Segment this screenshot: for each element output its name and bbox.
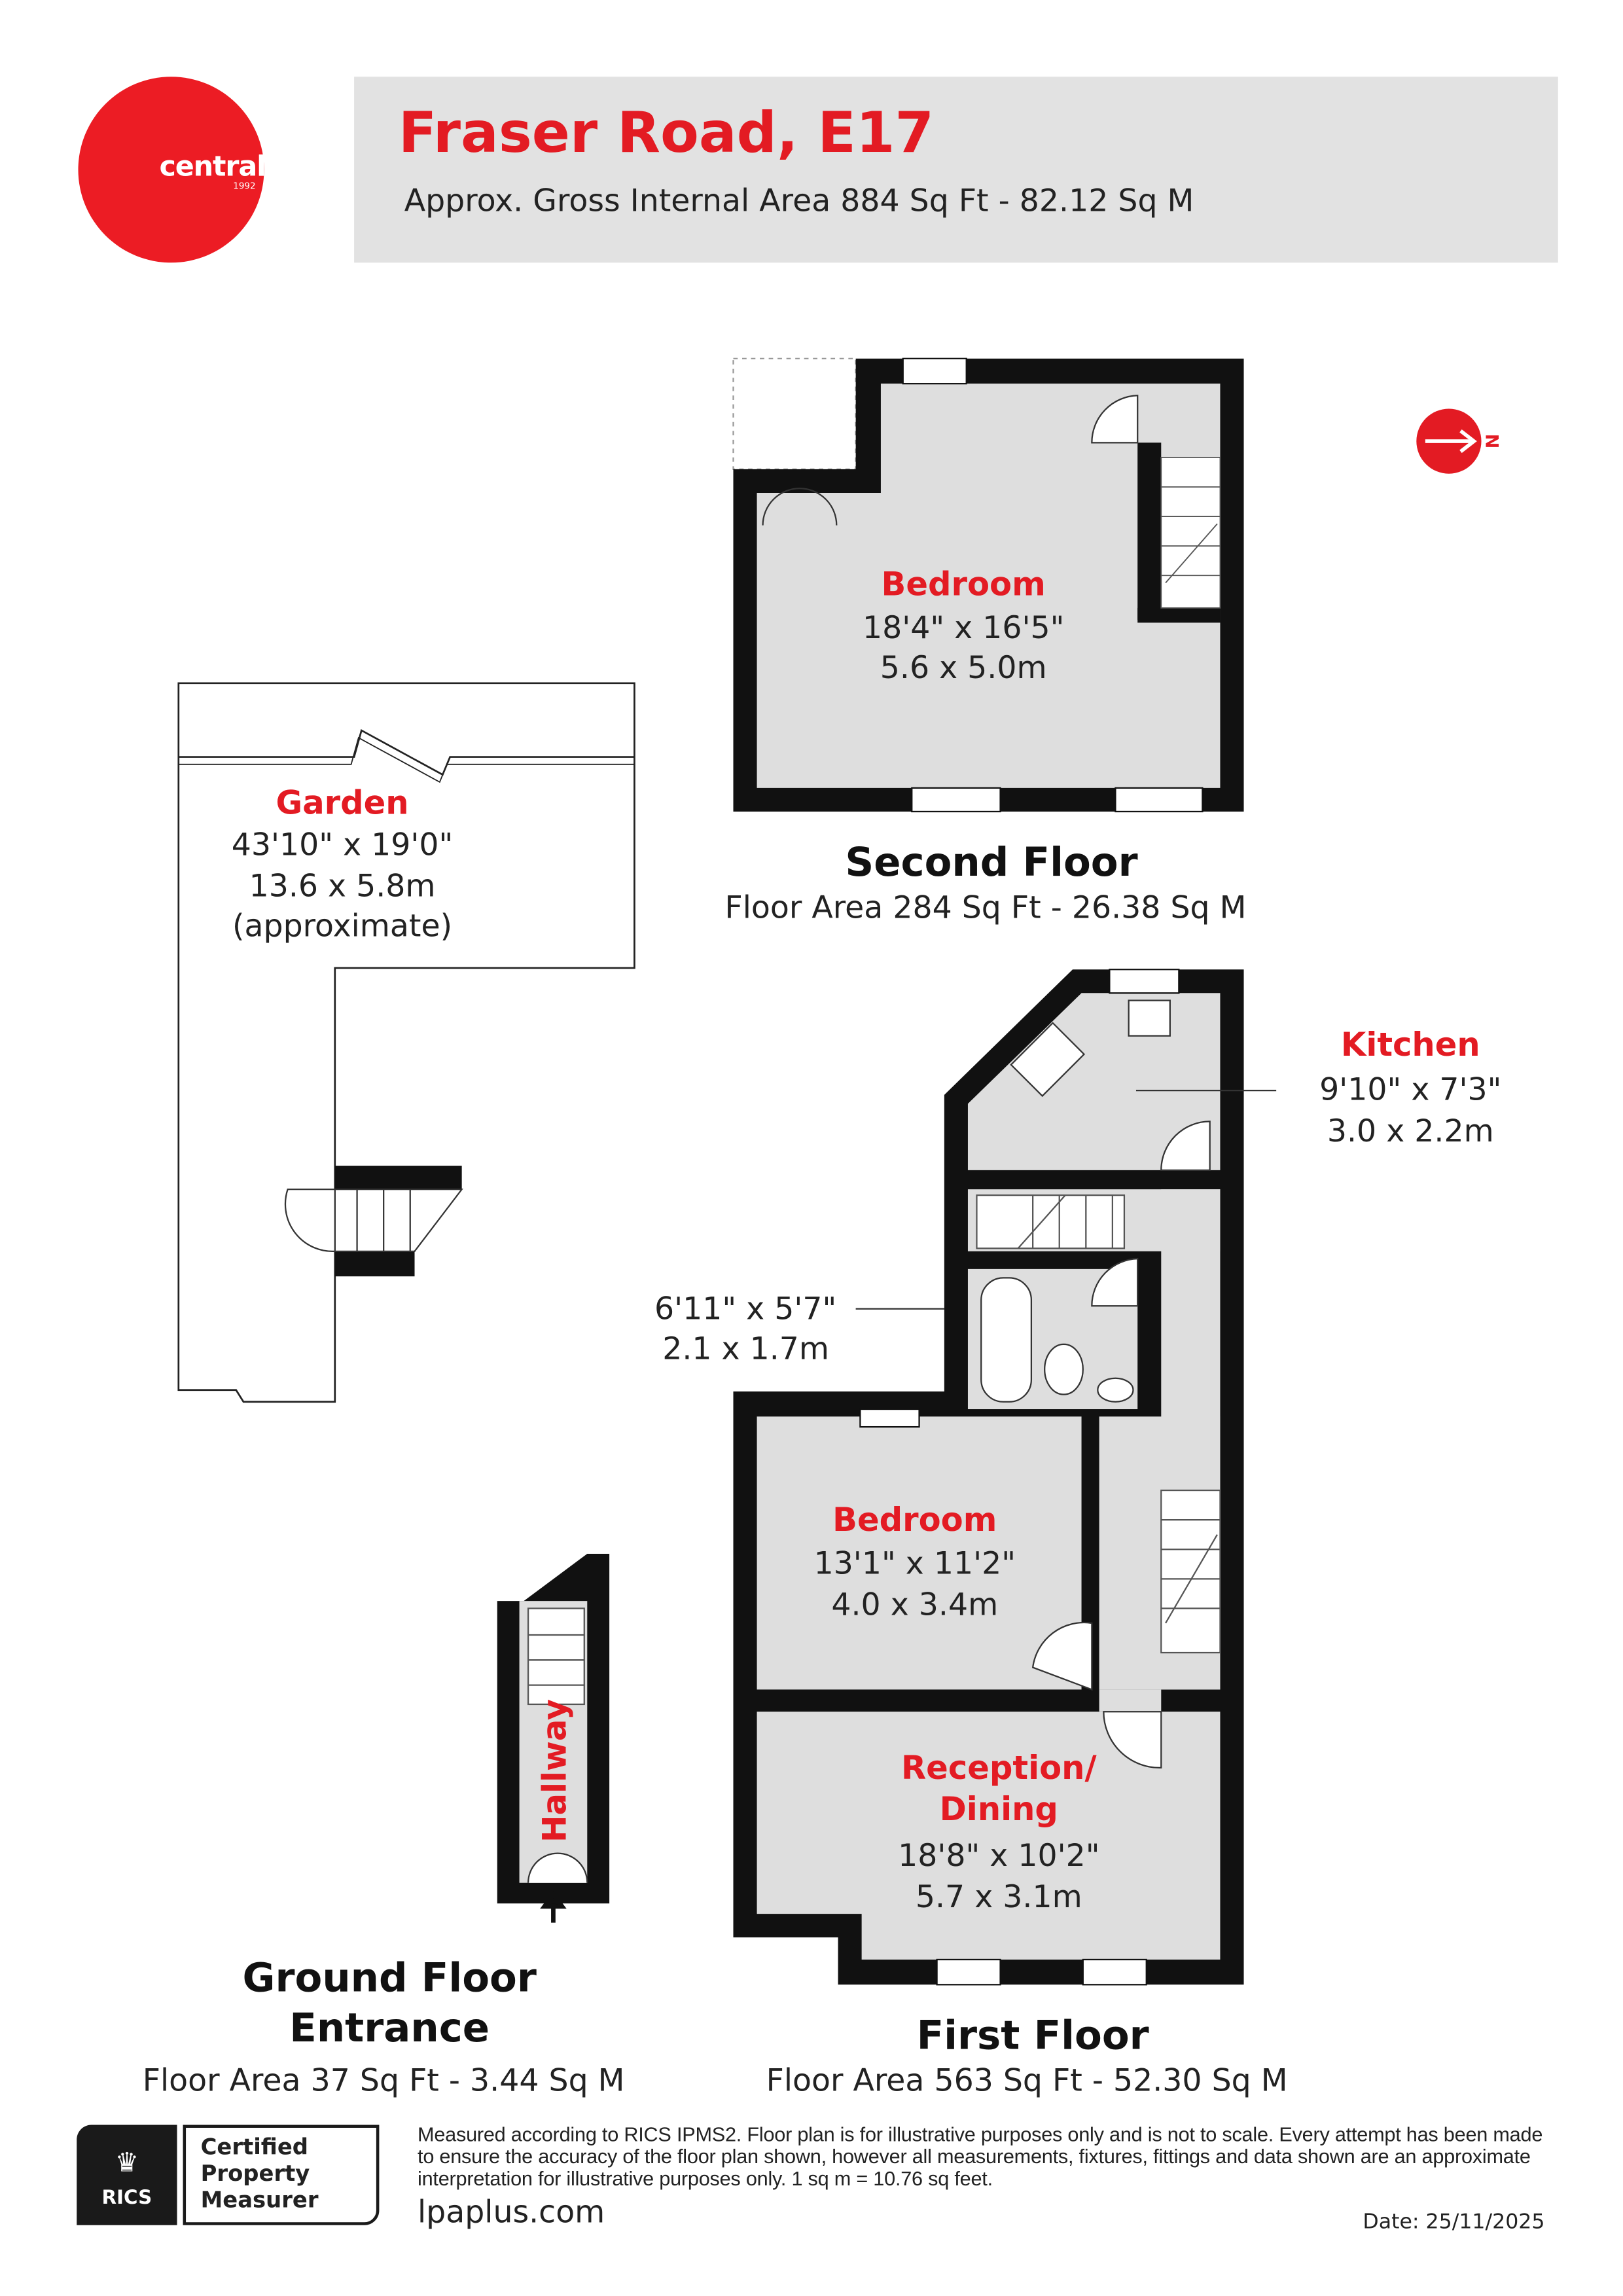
logo-year: 1992 <box>233 181 256 192</box>
rics-badge: RICS ♛ Certified Property Measurer <box>77 2125 380 2225</box>
badge-line1: Certified <box>200 2134 309 2161</box>
bath-icon <box>980 1277 1033 1403</box>
plan-date: Date: 25/11/2025 <box>1363 2210 1545 2234</box>
stairs <box>1160 1489 1221 1654</box>
sink-icon <box>1097 1377 1134 1403</box>
second-bedroom-imperial: 18'4" x 16'5" <box>862 610 1065 646</box>
garden-note: (approximate) <box>232 908 453 944</box>
kitchen-metric: 3.0 x 2.2m <box>1327 1113 1494 1149</box>
disclaimer: Measured according to RICS IPMS2. Floor … <box>418 2123 1543 2190</box>
entrance-arrow-icon <box>540 1891 567 1923</box>
second-bedroom-name: Bedroom <box>881 567 1046 605</box>
door <box>1091 395 1139 444</box>
north-arrow-icon <box>1416 408 1482 474</box>
badge-line2: Property <box>200 2160 310 2187</box>
badge-line3: Measurer <box>200 2187 319 2214</box>
kitchen-name: Kitchen <box>1340 1028 1480 1065</box>
first-bedroom-name: Bedroom <box>832 1503 997 1540</box>
first-bedroom-imperial: 13'1" x 11'2" <box>813 1545 1016 1581</box>
bathroom-metric: 2.1 x 1.7m <box>662 1331 830 1367</box>
second-floor-bedroom-area <box>757 384 1221 788</box>
ground-floor-title-line2: Entrance <box>289 2005 490 2052</box>
second-floor-title: Second Floor <box>845 840 1138 886</box>
rics-logo: RICS ♛ <box>77 2125 177 2225</box>
logo-text: central <box>159 150 266 183</box>
ground-floor-title-line1: Ground Floor <box>242 1956 537 2002</box>
first-floor-plan <box>733 969 1277 1986</box>
garden-metric: 13.6 x 5.8m <box>249 868 436 904</box>
hallway-name: Hallway <box>537 1698 575 1842</box>
lion-icon: ♛ <box>115 2147 139 2179</box>
garden-plan <box>177 682 635 1403</box>
reception-name-line2: Dining <box>939 1792 1058 1829</box>
first-floor-title: First Floor <box>916 2013 1149 2060</box>
certified-box: Certified Property Measurer <box>183 2125 380 2225</box>
reception-area <box>757 1712 1221 1960</box>
central-logo: central 1992 <box>78 77 266 263</box>
reception-imperial: 18'8" x 10'2" <box>898 1837 1100 1874</box>
rics-logo-text: RICS <box>101 2187 152 2210</box>
reception-metric: 5.7 x 3.1m <box>915 1879 1082 1915</box>
first-bedroom-area <box>757 1416 1082 1690</box>
ground-floor-plan <box>497 1553 610 1923</box>
page-subtitle: Approx. Gross Internal Area 884 Sq Ft - … <box>404 183 1194 219</box>
ground-floor-area: Floor Area 37 Sq Ft - 3.44 Sq M <box>142 2062 625 2098</box>
toilet-icon <box>1044 1343 1084 1395</box>
first-bedroom-metric: 4.0 x 3.4m <box>831 1587 999 1623</box>
garden-imperial: 43'10" x 19'0" <box>231 827 454 863</box>
header-panel: Fraser Road, E17 Approx. Gross Internal … <box>354 77 1558 263</box>
second-floor-plan <box>732 357 1244 813</box>
stairs <box>976 1194 1126 1249</box>
kitchen-area <box>967 993 1221 1170</box>
bathroom-imperial: 6'11" x 5'7" <box>654 1291 837 1327</box>
second-bedroom-metric: 5.6 x 5.0m <box>880 650 1047 686</box>
first-floor-area: Floor Area 563 Sq Ft - 52.30 Sq M <box>766 2062 1288 2098</box>
north-label: N <box>1481 433 1503 449</box>
page-title: Fraser Road, E17 <box>398 100 935 166</box>
stairs <box>527 1607 585 1706</box>
second-floor-area: Floor Area 284 Sq Ft - 26.38 Sq M <box>724 889 1247 925</box>
website-link[interactable]: lpaplus.com <box>418 2194 605 2230</box>
balcony-outline <box>732 357 857 471</box>
garden-name: Garden <box>276 785 409 823</box>
reception-name-line1: Reception/ <box>901 1750 1097 1788</box>
stairs <box>1160 456 1221 609</box>
kitchen-imperial: 9'10" x 7'3" <box>1319 1071 1502 1108</box>
